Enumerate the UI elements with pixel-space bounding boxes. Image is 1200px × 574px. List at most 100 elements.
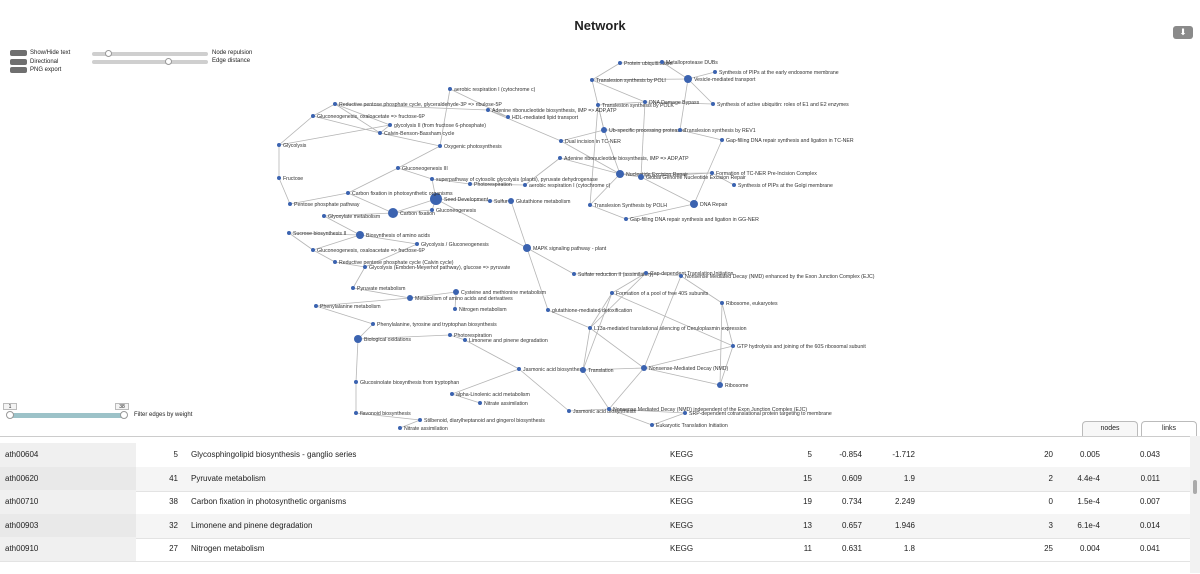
- graph-node[interactable]: [277, 143, 281, 147]
- graph-node[interactable]: [333, 102, 337, 106]
- graph-node[interactable]: [660, 60, 664, 64]
- graph-node[interactable]: [643, 100, 647, 104]
- graph-node[interactable]: [277, 176, 281, 180]
- graph-node[interactable]: [351, 286, 355, 290]
- scrollbar-thumb[interactable]: [1193, 480, 1197, 494]
- graph-node[interactable]: [506, 115, 510, 119]
- graph-node[interactable]: [363, 265, 367, 269]
- show-hide-text-button[interactable]: Show/Hide text: [10, 50, 70, 56]
- network-graph[interactable]: Reductive pentose phosphate cycle, glyce…: [0, 0, 1200, 436]
- graph-node[interactable]: [388, 208, 398, 218]
- graph-node[interactable]: [711, 102, 715, 106]
- graph-node[interactable]: [448, 333, 452, 337]
- toggle-switch[interactable]: [10, 50, 27, 56]
- graph-node[interactable]: [523, 244, 531, 252]
- toggle-switch[interactable]: [10, 59, 27, 65]
- graph-node[interactable]: [453, 289, 459, 295]
- graph-node[interactable]: [314, 304, 318, 308]
- graph-node[interactable]: [311, 114, 315, 118]
- graph-node[interactable]: [354, 411, 358, 415]
- graph-node[interactable]: [508, 198, 514, 204]
- table-scrollbar[interactable]: [1190, 436, 1200, 573]
- edge-distance-slider[interactable]: [92, 58, 208, 65]
- graph-node[interactable]: [463, 338, 467, 342]
- graph-node[interactable]: [567, 409, 571, 413]
- graph-node[interactable]: [713, 70, 717, 74]
- graph-node[interactable]: [287, 231, 291, 235]
- graph-node[interactable]: [371, 322, 375, 326]
- graph-node[interactable]: [590, 78, 594, 82]
- graph-node[interactable]: [288, 202, 292, 206]
- graph-node[interactable]: [430, 208, 434, 212]
- graph-node[interactable]: [415, 242, 419, 246]
- graph-node[interactable]: [311, 248, 315, 252]
- graph-node[interactable]: [618, 61, 622, 65]
- graph-node[interactable]: [378, 131, 382, 135]
- graph-node[interactable]: [720, 138, 724, 142]
- tab-links[interactable]: links: [1141, 421, 1197, 436]
- graph-node[interactable]: [607, 407, 611, 411]
- weight-filter-slider[interactable]: [6, 411, 128, 419]
- toggle-switch[interactable]: [10, 67, 27, 73]
- slider-max-knob[interactable]: [120, 411, 128, 419]
- graph-node[interactable]: [398, 426, 402, 430]
- graph-node[interactable]: [710, 171, 714, 175]
- graph-node[interactable]: [650, 423, 654, 427]
- graph-node[interactable]: [588, 326, 592, 330]
- node-repulsion-slider[interactable]: [92, 50, 208, 57]
- graph-node[interactable]: [354, 380, 358, 384]
- graph-node[interactable]: [601, 127, 607, 133]
- graph-node[interactable]: [333, 260, 337, 264]
- graph-node[interactable]: [732, 183, 736, 187]
- graph-node[interactable]: [572, 272, 576, 276]
- slider-min-knob[interactable]: [6, 411, 14, 419]
- graph-node[interactable]: [558, 156, 562, 160]
- graph-node[interactable]: [616, 170, 624, 178]
- graph-node[interactable]: [678, 128, 682, 132]
- graph-node[interactable]: [450, 392, 454, 396]
- graph-node[interactable]: [453, 307, 457, 311]
- slider-knob[interactable]: [164, 58, 172, 65]
- png-export-button[interactable]: PNG export: [10, 67, 61, 73]
- graph-node[interactable]: [638, 174, 644, 180]
- graph-node[interactable]: [641, 365, 647, 371]
- graph-node[interactable]: [407, 295, 413, 301]
- graph-node[interactable]: [624, 217, 628, 221]
- graph-node[interactable]: [679, 274, 683, 278]
- graph-node[interactable]: [430, 177, 434, 181]
- graph-node[interactable]: [559, 139, 563, 143]
- graph-node[interactable]: [418, 418, 422, 422]
- directional-button[interactable]: Directional: [10, 59, 58, 65]
- graph-node[interactable]: [488, 199, 492, 203]
- graph-node[interactable]: [430, 193, 442, 205]
- graph-node[interactable]: [580, 367, 586, 373]
- slider-knob[interactable]: [105, 50, 113, 57]
- graph-node[interactable]: [517, 367, 521, 371]
- download-icon[interactable]: ⬇: [1173, 26, 1193, 39]
- graph-node[interactable]: [720, 301, 724, 305]
- graph-node[interactable]: [322, 214, 326, 218]
- graph-node[interactable]: [468, 182, 472, 186]
- graph-node[interactable]: [684, 75, 692, 83]
- graph-node[interactable]: [644, 271, 648, 275]
- graph-node[interactable]: [523, 183, 527, 187]
- graph-node[interactable]: [683, 411, 687, 415]
- graph-node[interactable]: [354, 335, 362, 343]
- graph-node[interactable]: [546, 308, 550, 312]
- graph-node[interactable]: [486, 108, 490, 112]
- graph-node[interactable]: [346, 191, 350, 195]
- graph-node[interactable]: [731, 344, 735, 348]
- graph-node[interactable]: [356, 231, 364, 239]
- tab-nodes[interactable]: nodes: [1082, 421, 1138, 436]
- graph-node[interactable]: [596, 103, 600, 107]
- graph-node[interactable]: [478, 401, 482, 405]
- graph-node[interactable]: [717, 382, 723, 388]
- graph-node[interactable]: [388, 123, 392, 127]
- graph-node[interactable]: [448, 87, 452, 91]
- graph-node[interactable]: [396, 166, 400, 170]
